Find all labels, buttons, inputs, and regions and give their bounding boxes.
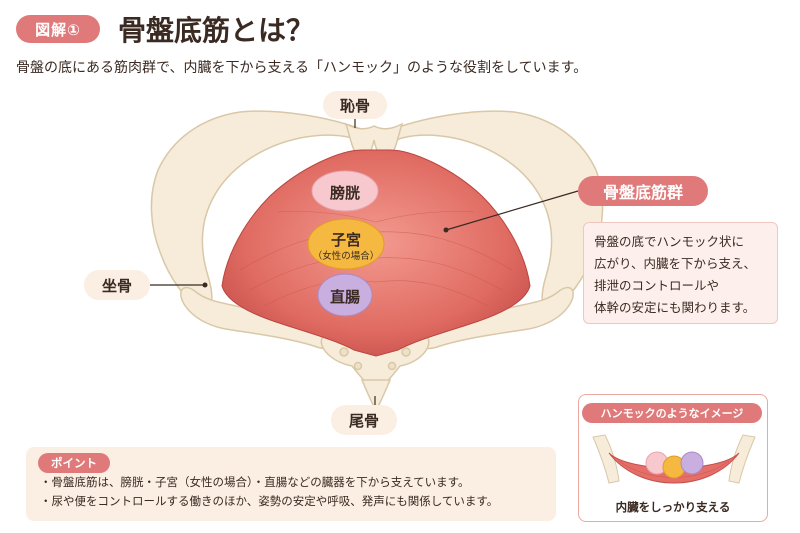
page-subtitle: 骨盤の底にある筋肉群で、内臓を下から支える「ハンモック」のような役割をしています… (16, 60, 588, 76)
bladder (311, 170, 379, 212)
uterus (307, 218, 385, 270)
label-ischium: 坐骨 (84, 270, 150, 300)
muscle-leader-line (445, 190, 579, 231)
muscle-tag: 骨盤底筋群 (578, 176, 708, 206)
hammock-caption: 内臓をしっかり支える (615, 500, 731, 514)
label-pubis: 恥骨 (323, 91, 387, 119)
description-line: 広がり、内臓を下から支え、 (594, 256, 757, 271)
label-uterus: 子宮 (330, 231, 361, 249)
label-coccyx: 尾骨 (331, 405, 397, 435)
description-line: 排泄のコントロールや (594, 278, 720, 293)
hammock-rectum (680, 451, 704, 475)
page-title: 骨盤底筋とは？ (118, 14, 315, 47)
point-line: ・骨盤底筋は、膀胱・子宮（女性の場合）・直腸などの臓器を下から支えています。 (40, 475, 470, 489)
label-rectum: 直腸 (329, 288, 360, 306)
label-uterus-note: （女性の場合） (312, 251, 380, 262)
point-box: ポイント ・骨盤底筋は、膀胱・子宮（女性の場合）・直腸などの臓器を下から支えてい… (26, 447, 556, 521)
point-line: ・尿や便をコントロールする働きのほか、姿勢の安定や呼吸、発声にも関係しています。 (40, 494, 499, 508)
rectum (317, 273, 373, 317)
label-bladder: 膀胱 (329, 184, 360, 202)
point-tag: ポイント (38, 453, 110, 473)
figure-badge: 図解① (16, 15, 100, 43)
description-line: 骨盤の底でハンモック状に (594, 234, 745, 249)
hammock-illustration (592, 434, 756, 484)
description-line: 体幹の安定にも関わります。 (594, 300, 756, 315)
hammock-tag: ハンモックのようなイメージ (582, 403, 762, 423)
hammock-box: ハンモックのようなイメージ 内臓をしっかり支える (578, 394, 768, 522)
muscle-description: 骨盤の底でハンモック状に 広がり、内臓を下から支え、 排泄のコントロールや 体幹… (583, 222, 778, 324)
